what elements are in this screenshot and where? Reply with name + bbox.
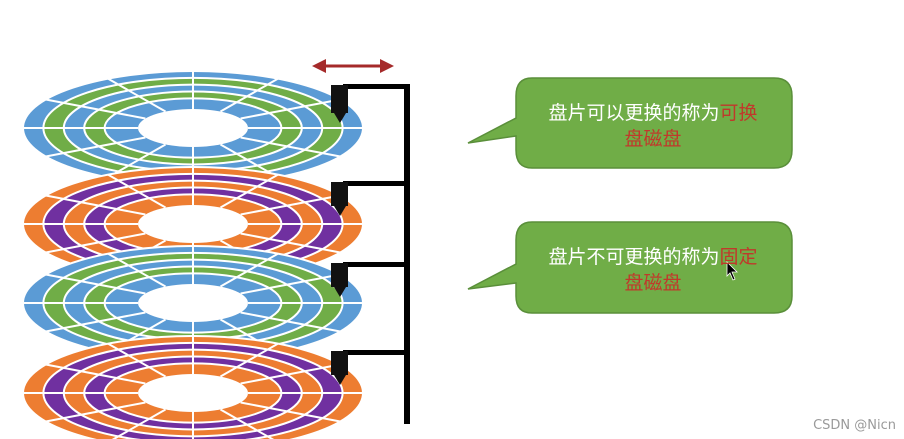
sector-divider: [220, 408, 275, 439]
seek-arrow: [312, 59, 394, 73]
callout-removable-text: 盘片可以更换的称为可换 盘磁盘: [517, 100, 789, 152]
spindle-hole: [138, 205, 248, 243]
head-2: [331, 182, 348, 216]
arm-2: [343, 181, 410, 186]
callout-2-bubble: [467, 221, 793, 314]
platter-stack: [22, 70, 364, 439]
platter-4: [22, 335, 364, 439]
head-4: [331, 351, 348, 385]
sector-divider: [45, 273, 146, 295]
sector-divider: [45, 401, 146, 423]
callout-2-highlight-b: 盘磁盘: [624, 272, 682, 294]
callout-2-highlight-a: 固定: [719, 246, 758, 268]
sector-divider: [240, 401, 341, 423]
sector-divider: [45, 98, 146, 120]
spindle-hole: [138, 284, 248, 322]
sector-divider: [220, 173, 279, 209]
actuator-post: [404, 86, 410, 424]
sector-divider: [240, 194, 341, 216]
sector-divider: [220, 77, 279, 113]
sector-divider: [240, 363, 341, 385]
sector-divider: [240, 98, 341, 120]
callout-fixed-text: 盘片不可更换的称为固定 盘磁盘: [517, 244, 789, 296]
sector-divider: [45, 311, 146, 333]
sector-divider: [220, 342, 279, 378]
read-write-arm-assembly: [331, 84, 410, 424]
callout-1-highlight-b: 盘磁盘: [624, 128, 682, 150]
sector-divider: [240, 311, 341, 333]
head-1: [331, 85, 348, 123]
sector-divider: [45, 232, 146, 254]
sector-divider: [45, 363, 146, 385]
arm-3: [343, 262, 410, 267]
callout-1-plain: 盘片可以更换的称为: [548, 102, 720, 124]
callout-2-plain: 盘片不可更换的称为: [548, 246, 720, 268]
sector-divider: [45, 136, 146, 158]
arm-4: [343, 350, 410, 355]
sector-divider: [240, 232, 341, 254]
mouse-cursor-icon: [726, 261, 738, 281]
sector-divider: [220, 252, 279, 288]
sector-divider: [107, 173, 166, 209]
spindle-hole: [138, 109, 248, 147]
spindle-hole: [138, 374, 248, 412]
sector-divider: [240, 273, 341, 295]
sector-divider: [240, 136, 341, 158]
watermark: CSDN @Nicn: [813, 418, 896, 433]
callout-1-highlight-a: 可换: [719, 102, 758, 124]
platter-1: [22, 70, 364, 186]
callout-1-bubble: [467, 77, 793, 169]
sector-divider: [111, 408, 166, 439]
sector-divider: [107, 77, 166, 113]
sector-divider: [45, 194, 146, 216]
sector-divider: [107, 252, 166, 288]
head-3: [331, 263, 348, 297]
sector-divider: [107, 342, 166, 378]
arm-1: [343, 84, 410, 89]
